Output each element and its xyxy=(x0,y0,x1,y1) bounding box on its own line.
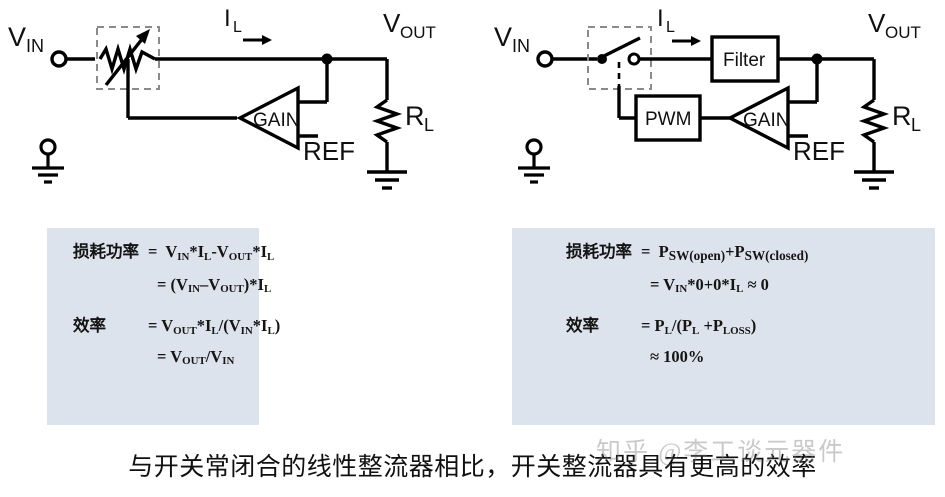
label-ref: REF xyxy=(793,136,845,166)
equation-label-power-loss: 损耗功率 xyxy=(566,242,632,261)
label-rl-subscript: L xyxy=(424,115,434,135)
equation-row: 效率 = VOUT*IL/(VIN*IL) xyxy=(73,316,280,336)
slide-caption: 与开关常闭合的线性整流器相比，开关整流器具有更高的效率 xyxy=(128,454,817,481)
equation-row: 损耗功率 = PSW(open)+PSW(closed) xyxy=(566,242,935,264)
label-filter: Filter xyxy=(723,50,766,71)
equation-box-linear: 损耗功率 = VIN*IL-VOUT*IL = (VIN–VOUT)*IL 效率… xyxy=(47,228,280,425)
equation-row: 效率 = PL/(PL +PLOSS) xyxy=(566,316,935,337)
gain-amplifier-symbol xyxy=(726,85,790,151)
pwm-block xyxy=(634,94,702,142)
rheostat-arrow-line xyxy=(104,32,148,87)
rheostat-arrow-head xyxy=(136,29,150,44)
label-il: I xyxy=(657,5,664,32)
linear-regulator-circuit: V IN I L GAIN xyxy=(8,5,436,190)
label-vout-subscript: OUT xyxy=(885,23,921,42)
equation-expression: = (VIN–VOUT)*IL xyxy=(157,274,272,296)
label-vin: V xyxy=(494,22,512,52)
label-il: I xyxy=(224,5,231,32)
equation-expression: = PSW(open)+PSW(closed) xyxy=(641,242,809,264)
equation-expression: = VOUT/VIN xyxy=(157,346,235,368)
il-arrow-head xyxy=(262,35,272,45)
equation-label-efficiency: 效率 xyxy=(73,316,106,335)
switching-regulator-circuit: V IN I L Filter V OUT xyxy=(494,5,921,190)
variable-resistor-symbol xyxy=(98,43,156,75)
equation-label-efficiency: 效率 xyxy=(566,316,599,335)
equation-expression: ≈ 100% xyxy=(650,346,705,366)
label-vout-subscript: OUT xyxy=(400,23,436,42)
load-resistor-symbol xyxy=(371,98,403,144)
equation-box-switching: 损耗功率 = PSW(open)+PSW(closed) = VIN*0+0*I… xyxy=(512,228,935,425)
label-gain: GAIN xyxy=(253,110,299,131)
load-resistor-symbol xyxy=(858,98,890,144)
reference-ground-circle xyxy=(525,138,543,156)
circuit-diagrams-area: V IN I L GAIN xyxy=(0,0,945,205)
label-ref: REF xyxy=(303,136,355,166)
equation-row: = (VIN–VOUT)*IL xyxy=(157,276,271,295)
label-pwm: PWM xyxy=(645,109,691,130)
equation-label-power-loss: 损耗功率 xyxy=(73,242,139,261)
equation-expression: = PL/(PL +PLOSS) xyxy=(641,316,757,337)
equation-row: 损耗功率 = VIN*IL-VOUT*IL xyxy=(73,242,274,262)
label-il-subscript: L xyxy=(233,19,242,36)
equation-expression: = VIN*IL-VOUT*IL xyxy=(148,242,275,263)
label-gain: GAIN xyxy=(743,110,789,131)
label-rl: R xyxy=(892,101,912,131)
equation-row: ≈ 100% xyxy=(650,346,935,366)
equation-row: = VIN*0+0*IL ≈ 0 xyxy=(650,274,935,296)
il-arrow-head xyxy=(691,36,701,46)
equation-expression: = VIN*0+0*IL ≈ 0 xyxy=(650,274,769,296)
label-il-subscript: L xyxy=(666,19,675,36)
filter-block xyxy=(710,35,780,83)
label-vin-subscript: IN xyxy=(26,36,44,56)
rheostat-dashed-box xyxy=(96,26,160,90)
label-rl: R xyxy=(405,101,425,131)
gain-amplifier-symbol xyxy=(236,85,300,151)
label-vout: V xyxy=(383,8,401,38)
label-vout: V xyxy=(868,8,886,38)
label-vin-subscript: IN xyxy=(512,36,530,56)
label-vin: V xyxy=(8,22,26,52)
switch-contact-right xyxy=(627,52,641,66)
equation-expression: = VOUT*IL/(VIN*IL) xyxy=(148,316,281,337)
label-rl-subscript: L xyxy=(911,115,921,135)
switch-lever xyxy=(603,36,641,58)
equation-row: = VOUT/VIN xyxy=(157,346,259,368)
vin-terminal xyxy=(50,50,68,68)
reference-ground-circle xyxy=(39,138,57,156)
vin-terminal xyxy=(536,50,554,68)
